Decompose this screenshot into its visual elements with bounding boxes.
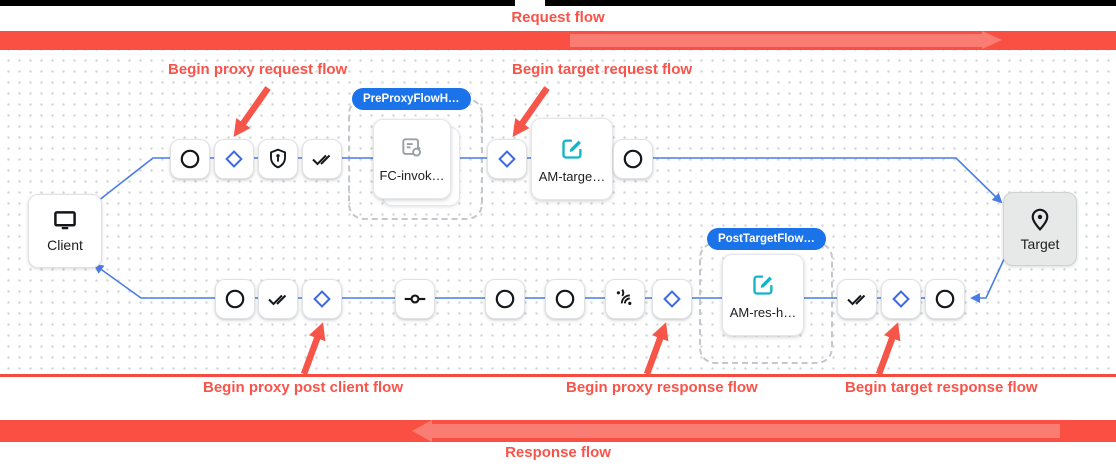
top-black-strip-gap bbox=[515, 0, 545, 6]
circle-icon bbox=[935, 289, 955, 309]
step-circle[interactable] bbox=[215, 279, 255, 319]
top-black-strip bbox=[0, 0, 1116, 6]
target-label: Target bbox=[1020, 235, 1060, 252]
annotation-begin-target-response: Begin target response flow bbox=[845, 379, 1038, 396]
done-all-icon bbox=[847, 294, 866, 306]
diamond-icon bbox=[225, 150, 243, 168]
client-label: Client bbox=[47, 236, 83, 253]
response-arrow-head-icon bbox=[412, 420, 432, 442]
post-target-flow-hook-badge[interactable]: PostTargetFlow… bbox=[707, 228, 826, 250]
commit-icon bbox=[404, 294, 426, 304]
step-circle[interactable] bbox=[170, 139, 210, 179]
annotation-begin-target-request: Begin target request flow bbox=[512, 61, 693, 78]
editor-grid-background bbox=[0, 50, 1116, 374]
step-security-shield[interactable] bbox=[258, 139, 298, 179]
request-flow-banner-label: Request flow bbox=[511, 9, 605, 26]
diamond-icon bbox=[892, 290, 910, 308]
request-flow-bar bbox=[0, 31, 1116, 50]
circle-icon bbox=[555, 289, 575, 309]
step-condition-diamond[interactable] bbox=[487, 139, 527, 179]
response-flow-banner-label: Response flow bbox=[505, 444, 611, 461]
step-circle[interactable] bbox=[545, 279, 585, 319]
annotation-begin-proxy-response: Begin proxy response flow bbox=[566, 379, 758, 396]
response-flow-bar bbox=[0, 420, 1116, 442]
step-circle[interactable] bbox=[613, 139, 653, 179]
am-target-policy-label: AM-targe… bbox=[538, 168, 606, 184]
step-circle[interactable] bbox=[485, 279, 525, 319]
pre-proxy-flow-hook-badge[interactable]: PreProxyFlowH… bbox=[352, 88, 471, 110]
bottom-red-line bbox=[0, 374, 1116, 377]
annotation-begin-proxy-post-client: Begin proxy post client flow bbox=[203, 379, 404, 396]
step-done-all[interactable] bbox=[258, 279, 298, 319]
flow-callout-policy-label: FC-invok… bbox=[379, 168, 445, 183]
done-all-icon bbox=[312, 154, 331, 166]
signal-waves-icon bbox=[616, 289, 632, 305]
step-commit[interactable] bbox=[395, 279, 435, 319]
request-arrow-head-icon bbox=[982, 31, 1002, 49]
step-condition-diamond[interactable] bbox=[652, 279, 692, 319]
flow-callout-policy-card[interactable]: FC-invok… bbox=[373, 119, 451, 199]
step-circle[interactable] bbox=[925, 279, 965, 319]
monitor-icon bbox=[54, 210, 76, 229]
location-pin-icon bbox=[1031, 208, 1049, 231]
done-all-icon bbox=[268, 294, 287, 306]
target-node[interactable]: Target bbox=[1003, 192, 1077, 266]
diamond-icon bbox=[663, 290, 681, 308]
shield-key-icon bbox=[270, 148, 286, 169]
step-condition-diamond[interactable] bbox=[881, 279, 921, 319]
response-arrow-shaft bbox=[432, 424, 1060, 438]
step-done-all[interactable] bbox=[302, 139, 342, 179]
assign-message-icon bbox=[752, 274, 773, 295]
flow-callout-icon bbox=[402, 138, 421, 157]
step-signal[interactable] bbox=[605, 279, 645, 319]
diamond-icon bbox=[498, 150, 516, 168]
circle-icon bbox=[495, 289, 515, 309]
circle-icon bbox=[225, 289, 245, 309]
annotation-begin-proxy-request: Begin proxy request flow bbox=[168, 61, 348, 78]
step-done-all[interactable] bbox=[837, 279, 877, 319]
am-response-policy-label: AM-res-h… bbox=[729, 304, 797, 320]
step-condition-diamond[interactable] bbox=[302, 279, 342, 319]
circle-icon bbox=[180, 149, 200, 169]
diamond-icon bbox=[313, 290, 331, 308]
client-node[interactable]: Client bbox=[28, 194, 102, 268]
am-response-policy-card[interactable]: AM-res-h… bbox=[722, 254, 804, 336]
circle-icon bbox=[623, 149, 643, 169]
assign-message-icon bbox=[561, 138, 582, 159]
step-condition-diamond[interactable] bbox=[214, 139, 254, 179]
am-target-policy-card[interactable]: AM-targe… bbox=[531, 118, 613, 200]
request-arrow-shaft bbox=[570, 34, 982, 47]
